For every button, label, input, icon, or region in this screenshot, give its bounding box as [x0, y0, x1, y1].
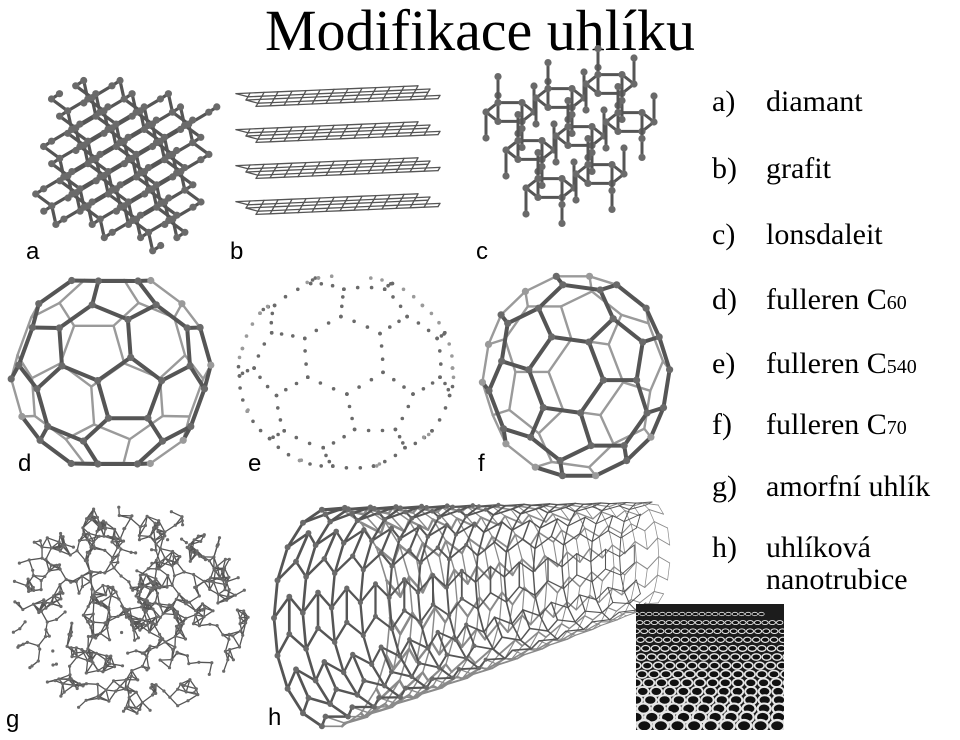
diamond-structure-panel — [8, 48, 222, 258]
legend-subscript: 540 — [886, 356, 917, 378]
nanotube-photo — [636, 604, 784, 730]
fullerene-c70-icon — [478, 272, 674, 480]
legend-item-g: g) amorfní uhlík — [712, 471, 930, 503]
legend-letter: b) — [712, 152, 737, 185]
legend-item-d: d) fulleren C60 — [712, 284, 907, 319]
honeycomb-photo-icon — [636, 611, 784, 730]
panel-label-d: d — [18, 450, 32, 477]
legend-letter: h) — [712, 531, 737, 564]
legend-letter: d) — [712, 283, 737, 316]
legend-letter: g) — [712, 470, 737, 503]
carbon-nanotube-icon — [271, 501, 671, 730]
panel-label-a: a — [26, 238, 40, 265]
fullerene-c540-panel — [230, 272, 462, 472]
legend-name: fulleren C — [766, 283, 887, 316]
legend-item-e: e) fulleren C540 — [712, 348, 917, 383]
panel-label-g: g — [6, 706, 20, 733]
panel-label-b: b — [230, 238, 244, 265]
legend-item-b: b) grafit — [712, 153, 831, 185]
legend-name-line2: nanotrubice — [766, 563, 908, 596]
legend-name: fulleren C — [766, 408, 887, 441]
legend-letter: f) — [712, 408, 732, 441]
legend-name: grafit — [766, 152, 831, 185]
legend-item-c: c) lonsdaleit — [712, 219, 883, 251]
fullerene-c60-icon — [7, 276, 215, 468]
page-title: Modifikace uhlíku — [264, 0, 696, 63]
legend-subscript: 70 — [886, 417, 907, 439]
legend-item-a: a) diamant — [712, 86, 863, 118]
nanotube-panel — [262, 501, 671, 736]
lonsdaleite-structure-panel — [470, 45, 670, 248]
legend-name: fulleren C — [766, 347, 887, 380]
fullerene-c540-icon — [236, 274, 456, 470]
graphite-layers-icon — [235, 85, 441, 216]
legend-letter: a) — [712, 85, 736, 118]
graphite-structure-panel — [228, 82, 446, 230]
legend-name: uhlíková — [766, 531, 871, 564]
panel-label-f: f — [478, 450, 485, 477]
legend-subscript: 60 — [886, 292, 907, 314]
fullerene-c60-panel — [4, 270, 218, 474]
fullerene-c70-panel — [474, 270, 678, 482]
legend-letter: e) — [712, 347, 736, 380]
legend-name: lonsdaleit — [766, 218, 883, 251]
legend-name: diamant — [766, 85, 863, 118]
amorphous-carbon-panel — [4, 500, 252, 720]
lonsdaleite-lattice-icon — [482, 45, 658, 227]
panel-label-h: h — [268, 704, 282, 731]
panel-label-e: e — [248, 450, 262, 477]
legend-name: amorfní uhlík — [766, 470, 931, 503]
panel-label-c: c — [476, 238, 488, 265]
amorphous-carbon-icon — [11, 505, 250, 715]
legend-item-f: f) fulleren C70 — [712, 409, 907, 444]
legend-letter: c) — [712, 218, 736, 251]
diamond-lattice-icon — [32, 76, 221, 255]
